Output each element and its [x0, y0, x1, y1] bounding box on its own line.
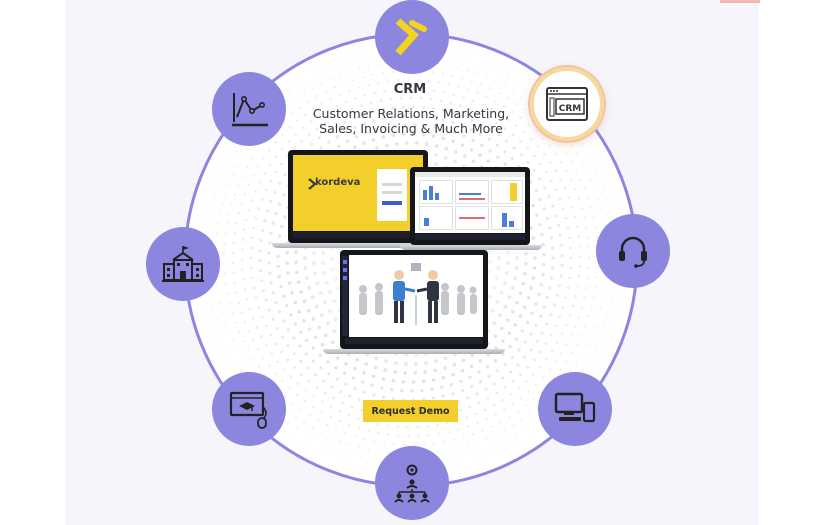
hero-subtitle: Customer Relations, Marketing, Sales, In…: [300, 106, 522, 136]
node-devices[interactable]: [538, 372, 612, 446]
elearning-icon: [229, 391, 267, 429]
node-org[interactable]: [375, 446, 449, 520]
node-elearning[interactable]: [212, 372, 286, 446]
chevron-logo-icon: [395, 18, 427, 56]
crm-icon-label: CRM: [559, 104, 582, 114]
laptop-dashboard: [400, 167, 545, 253]
devices-icon: [554, 392, 596, 423]
headset-icon: [619, 236, 647, 268]
login-brand-logo: kordeva: [315, 177, 361, 188]
request-demo-button[interactable]: Request Demo: [363, 400, 458, 422]
line-chart-icon: [232, 93, 268, 127]
crm-window-icon: CRM: [546, 87, 588, 121]
team-illustration: [359, 263, 477, 325]
laptop-video: [323, 250, 508, 356]
hero-subtitle-line-2: Sales, Invoicing & Much More: [319, 121, 503, 136]
hero-title: CRM: [393, 82, 427, 97]
corner-accent: [720, 0, 760, 3]
node-brand[interactable]: [375, 0, 449, 74]
node-support[interactable]: [596, 214, 670, 288]
node-crm[interactable]: CRM: [530, 67, 604, 141]
laptop-login: kordeva: [272, 150, 444, 250]
brand-chevron-icon: [308, 178, 317, 190]
hero-subtitle-line-1: Customer Relations, Marketing,: [312, 106, 510, 121]
login-form: [377, 169, 407, 221]
org-chart-icon: [394, 464, 430, 503]
node-analytics[interactable]: [212, 72, 286, 146]
node-school[interactable]: [146, 227, 220, 301]
school-building-icon: [162, 246, 204, 282]
